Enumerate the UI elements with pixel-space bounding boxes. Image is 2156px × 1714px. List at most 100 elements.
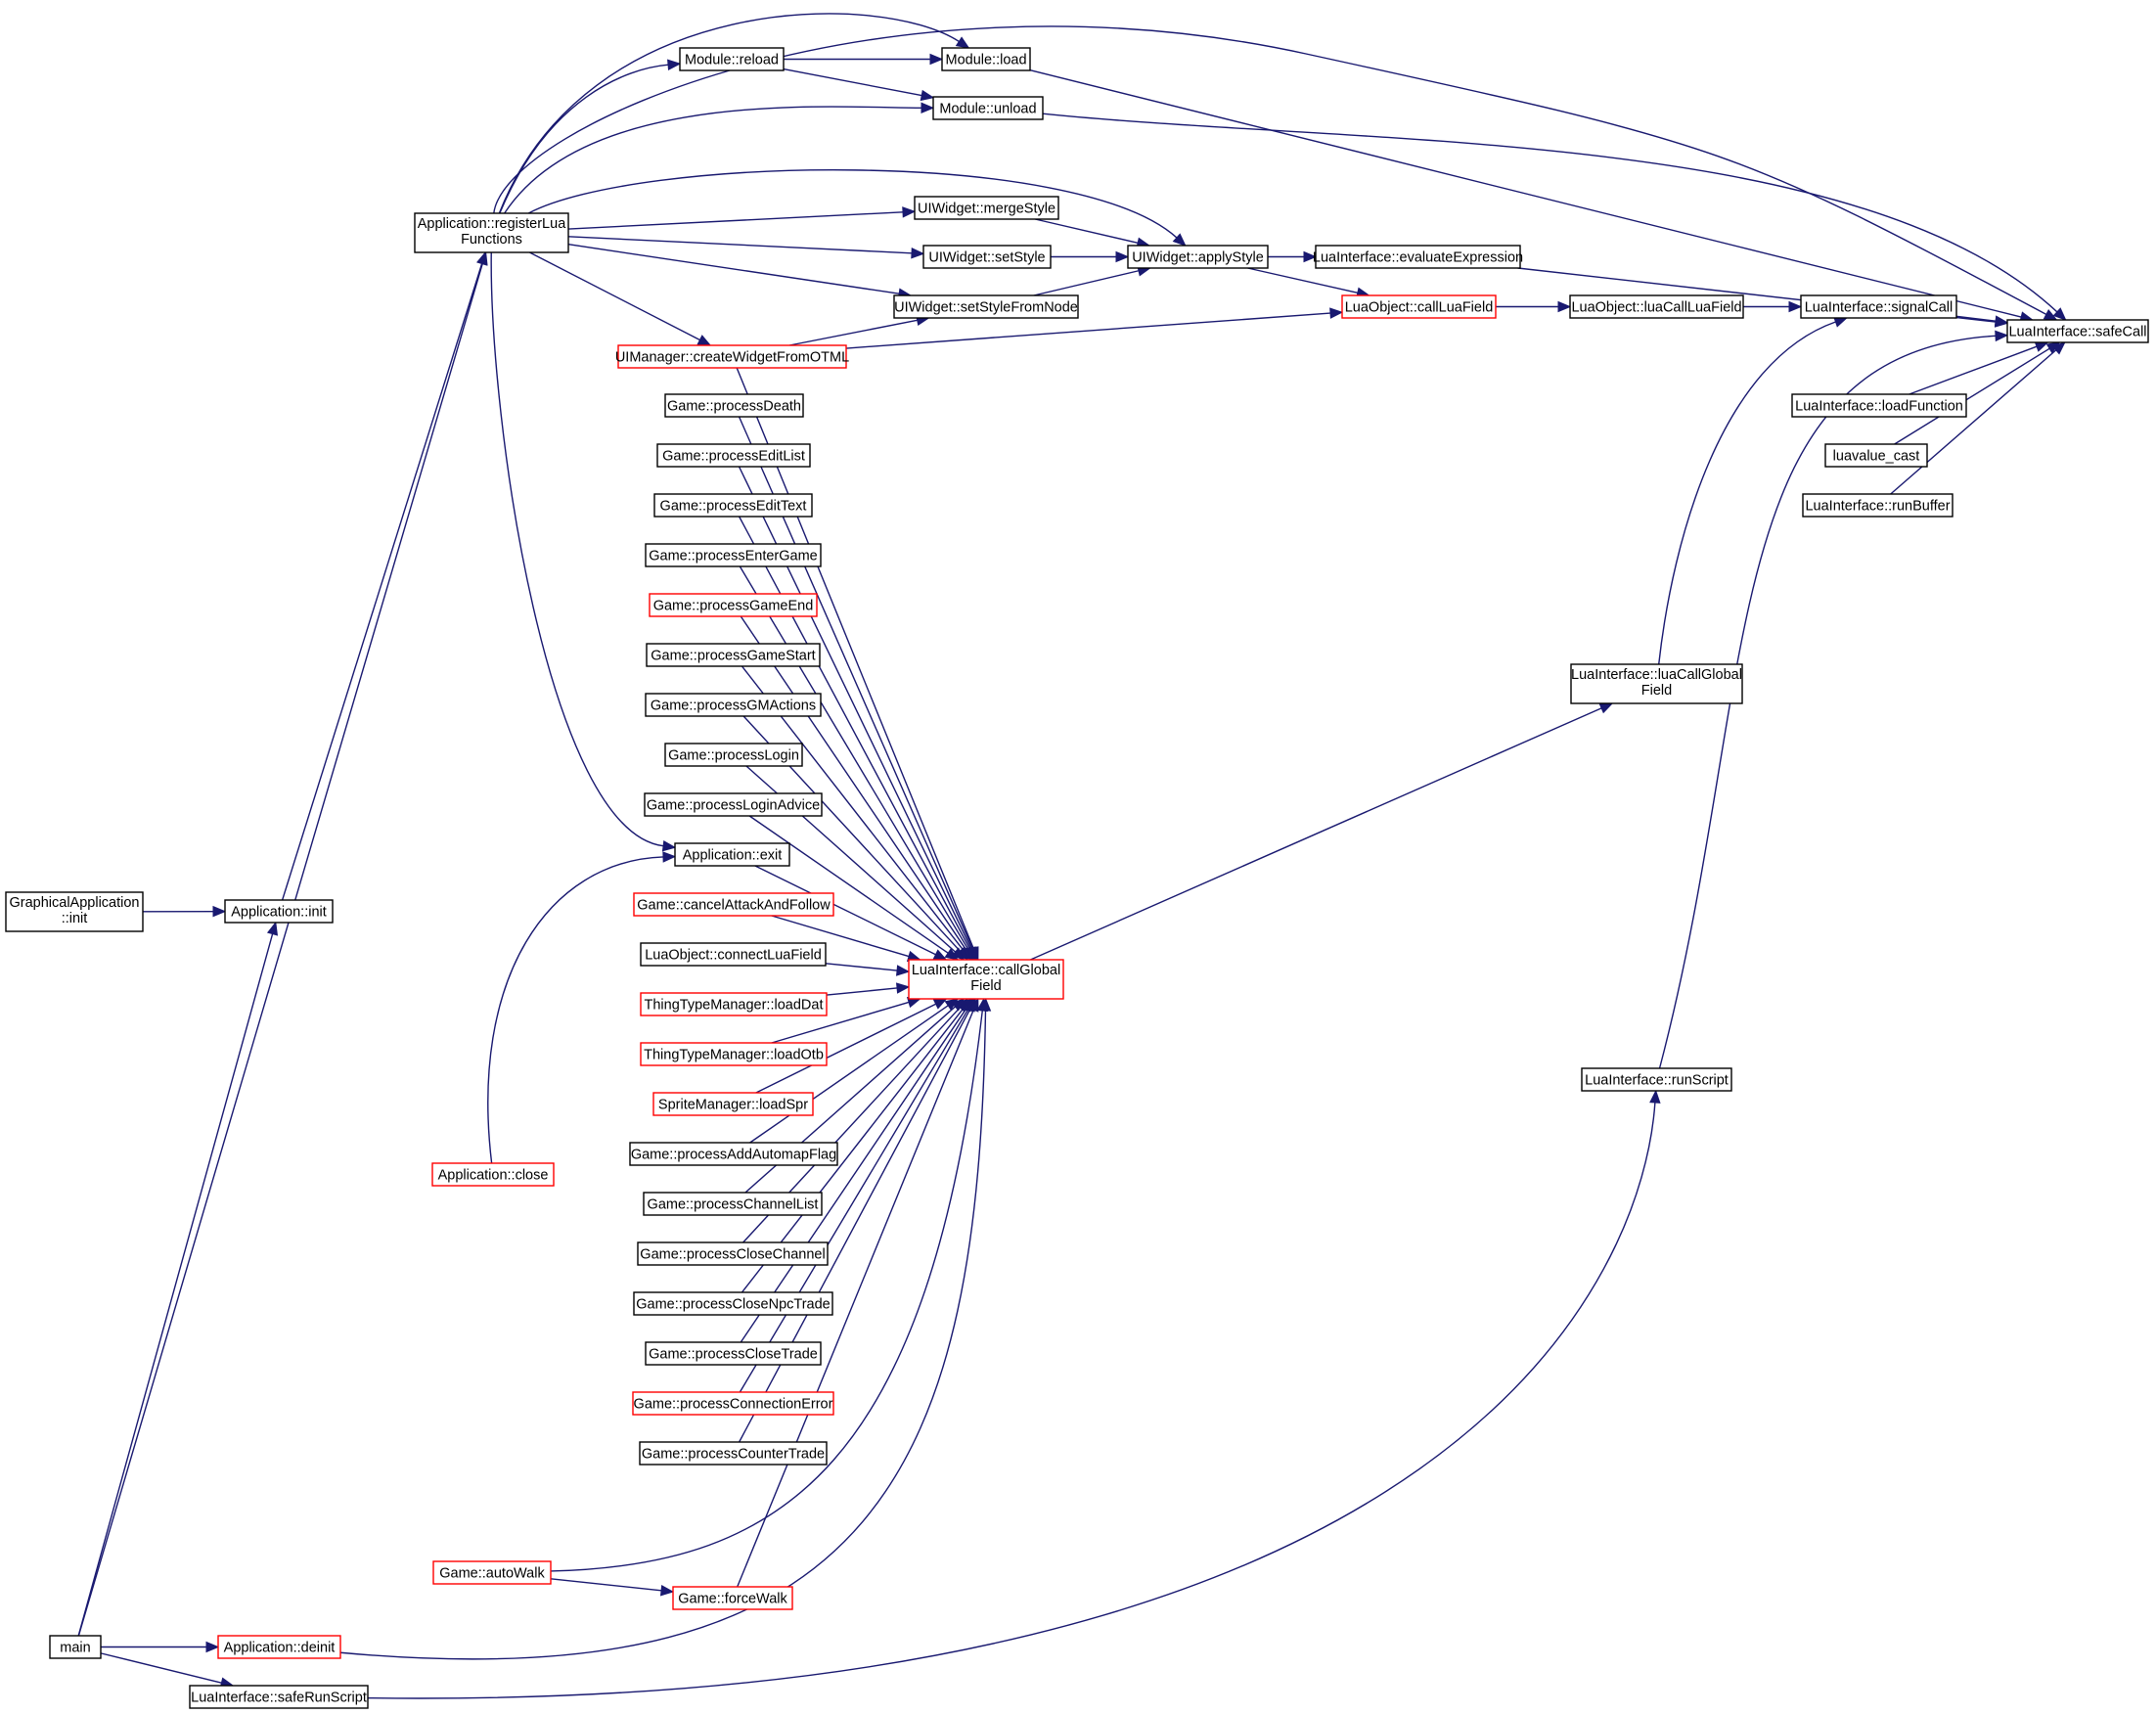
node-loadOtb[interactable]: ThingTypeManager::loadOtb xyxy=(640,1042,828,1066)
node-moduleReload[interactable]: Module::reload xyxy=(679,47,785,71)
node-luavalueCast[interactable]: luavalue_cast xyxy=(1824,443,1928,468)
node-box[interactable] xyxy=(1800,294,1957,319)
node-processGameStart[interactable]: Game::processGameStart xyxy=(646,643,821,667)
node-box[interactable] xyxy=(932,96,1044,120)
node-box[interactable] xyxy=(5,891,144,932)
node-box[interactable] xyxy=(629,1142,838,1166)
node-connectLuaField[interactable]: LuaObject::connectLuaField xyxy=(640,942,827,967)
node-cancelAttackAndFollow[interactable]: Game::cancelAttackAndFollow xyxy=(633,892,834,917)
node-box[interactable] xyxy=(922,245,1052,269)
node-box[interactable] xyxy=(1791,393,1967,418)
node-callLuaField[interactable]: LuaObject::callLuaField xyxy=(1341,294,1497,319)
node-box[interactable] xyxy=(633,892,834,917)
node-box[interactable] xyxy=(679,47,785,71)
node-safeRunScript[interactable]: LuaInterface::safeRunScript xyxy=(189,1685,369,1709)
node-box[interactable] xyxy=(2006,319,2149,343)
node-box[interactable] xyxy=(217,1635,341,1659)
node-processGMActions[interactable]: Game::processGMActions xyxy=(645,693,822,717)
node-safeCall[interactable]: LuaInterface::safeCall xyxy=(2006,319,2149,343)
node-box[interactable] xyxy=(664,393,804,418)
node-box[interactable] xyxy=(640,1042,828,1066)
node-box[interactable] xyxy=(893,294,1079,319)
node-autoWalk[interactable]: Game::autoWalk xyxy=(432,1560,552,1585)
node-moduleLoad[interactable]: Module::load xyxy=(941,47,1031,71)
node-processEnterGame[interactable]: Game::processEnterGame xyxy=(645,543,822,567)
node-box[interactable] xyxy=(645,1341,822,1366)
node-box[interactable] xyxy=(1315,245,1521,269)
node-evaluateExpression[interactable]: LuaInterface::evaluateExpression xyxy=(1313,245,1523,269)
node-appExit[interactable]: Application::exit xyxy=(674,842,790,867)
node-box[interactable] xyxy=(672,1586,793,1610)
node-runScript[interactable]: LuaInterface::runScript xyxy=(1581,1067,1732,1092)
node-box[interactable] xyxy=(432,1560,552,1585)
node-processCounterTrade[interactable]: Game::processCounterTrade xyxy=(639,1441,828,1466)
node-box[interactable] xyxy=(637,1241,829,1266)
node-luaCallLuaField[interactable]: LuaObject::luaCallLuaField xyxy=(1569,294,1744,319)
node-box[interactable] xyxy=(639,1441,828,1466)
node-moduleUnload[interactable]: Module::unload xyxy=(932,96,1044,120)
node-mergeStyle[interactable]: UIWidget::mergeStyle xyxy=(914,196,1059,220)
node-appDeinit[interactable]: Application::deinit xyxy=(217,1635,341,1659)
node-box[interactable] xyxy=(632,1391,834,1416)
node-box[interactable] xyxy=(643,1192,823,1216)
node-runBuffer[interactable]: LuaInterface::runBuffer xyxy=(1802,493,1954,518)
node-box[interactable] xyxy=(617,344,847,369)
node-main[interactable]: main xyxy=(49,1635,102,1659)
node-box[interactable] xyxy=(633,1291,833,1316)
node-box[interactable] xyxy=(645,543,822,567)
node-processGameEnd[interactable]: Game::processGameEnd xyxy=(649,593,818,617)
node-box[interactable] xyxy=(674,842,790,867)
node-box[interactable] xyxy=(656,443,811,468)
node-box[interactable] xyxy=(652,1092,814,1116)
node-box[interactable] xyxy=(1127,245,1269,269)
node-box[interactable] xyxy=(649,593,818,617)
node-box[interactable] xyxy=(49,1635,102,1659)
node-processLoginAdvice[interactable]: Game::processLoginAdvice xyxy=(644,792,823,817)
node-loadDat[interactable]: ThingTypeManager::loadDat xyxy=(640,992,828,1016)
node-processAddAutomapFlag[interactable]: Game::processAddAutomapFlag xyxy=(629,1142,838,1166)
node-box[interactable] xyxy=(653,493,813,518)
node-box[interactable] xyxy=(1570,663,1743,704)
node-box[interactable] xyxy=(640,992,828,1016)
node-box[interactable] xyxy=(914,196,1059,220)
node-processChannelList[interactable]: Game::processChannelList xyxy=(643,1192,823,1216)
node-box[interactable] xyxy=(908,959,1064,1000)
node-box[interactable] xyxy=(644,792,823,817)
node-processCloseNpcTrade[interactable]: Game::processCloseNpcTrade xyxy=(633,1291,833,1316)
node-appClose[interactable]: Application::close xyxy=(431,1162,555,1187)
node-box[interactable] xyxy=(646,643,821,667)
node-box[interactable] xyxy=(1581,1067,1732,1092)
node-forceWalk[interactable]: Game::forceWalk xyxy=(672,1586,793,1610)
node-applyStyle[interactable]: UIWidget::applyStyle xyxy=(1127,245,1269,269)
node-signalCall[interactable]: LuaInterface::signalCall xyxy=(1800,294,1957,319)
node-graphicalInit[interactable]: GraphicalApplication::init xyxy=(5,891,144,932)
node-box[interactable] xyxy=(1569,294,1744,319)
node-processEditText[interactable]: Game::processEditText xyxy=(653,493,813,518)
node-box[interactable] xyxy=(224,899,334,924)
node-box[interactable] xyxy=(941,47,1031,71)
node-setStyle[interactable]: UIWidget::setStyle xyxy=(922,245,1052,269)
node-box[interactable] xyxy=(645,693,822,717)
node-setStyleFromNode[interactable]: UIWidget::setStyleFromNode xyxy=(893,294,1079,319)
node-box[interactable] xyxy=(189,1685,369,1709)
node-processLogin[interactable]: Game::processLogin xyxy=(664,743,803,767)
node-loadSpr[interactable]: SpriteManager::loadSpr xyxy=(652,1092,814,1116)
node-box[interactable] xyxy=(640,942,827,967)
node-processConnectionError[interactable]: Game::processConnectionError xyxy=(632,1391,834,1416)
node-box[interactable] xyxy=(664,743,803,767)
node-appInit[interactable]: Application::init xyxy=(224,899,334,924)
node-processDeath[interactable]: Game::processDeath xyxy=(664,393,804,418)
node-processCloseTrade[interactable]: Game::processCloseTrade xyxy=(645,1341,822,1366)
node-box[interactable] xyxy=(431,1162,555,1187)
node-box[interactable] xyxy=(1802,493,1954,518)
node-loadFunction[interactable]: LuaInterface::loadFunction xyxy=(1791,393,1967,418)
node-box[interactable] xyxy=(414,212,569,253)
node-box[interactable] xyxy=(1824,443,1928,468)
node-processEditList[interactable]: Game::processEditList xyxy=(656,443,811,468)
node-processCloseChannel[interactable]: Game::processCloseChannel xyxy=(637,1241,829,1266)
node-box[interactable] xyxy=(1341,294,1497,319)
node-createWidgetFromOTML[interactable]: UIManager::createWidgetFromOTML xyxy=(615,344,849,369)
